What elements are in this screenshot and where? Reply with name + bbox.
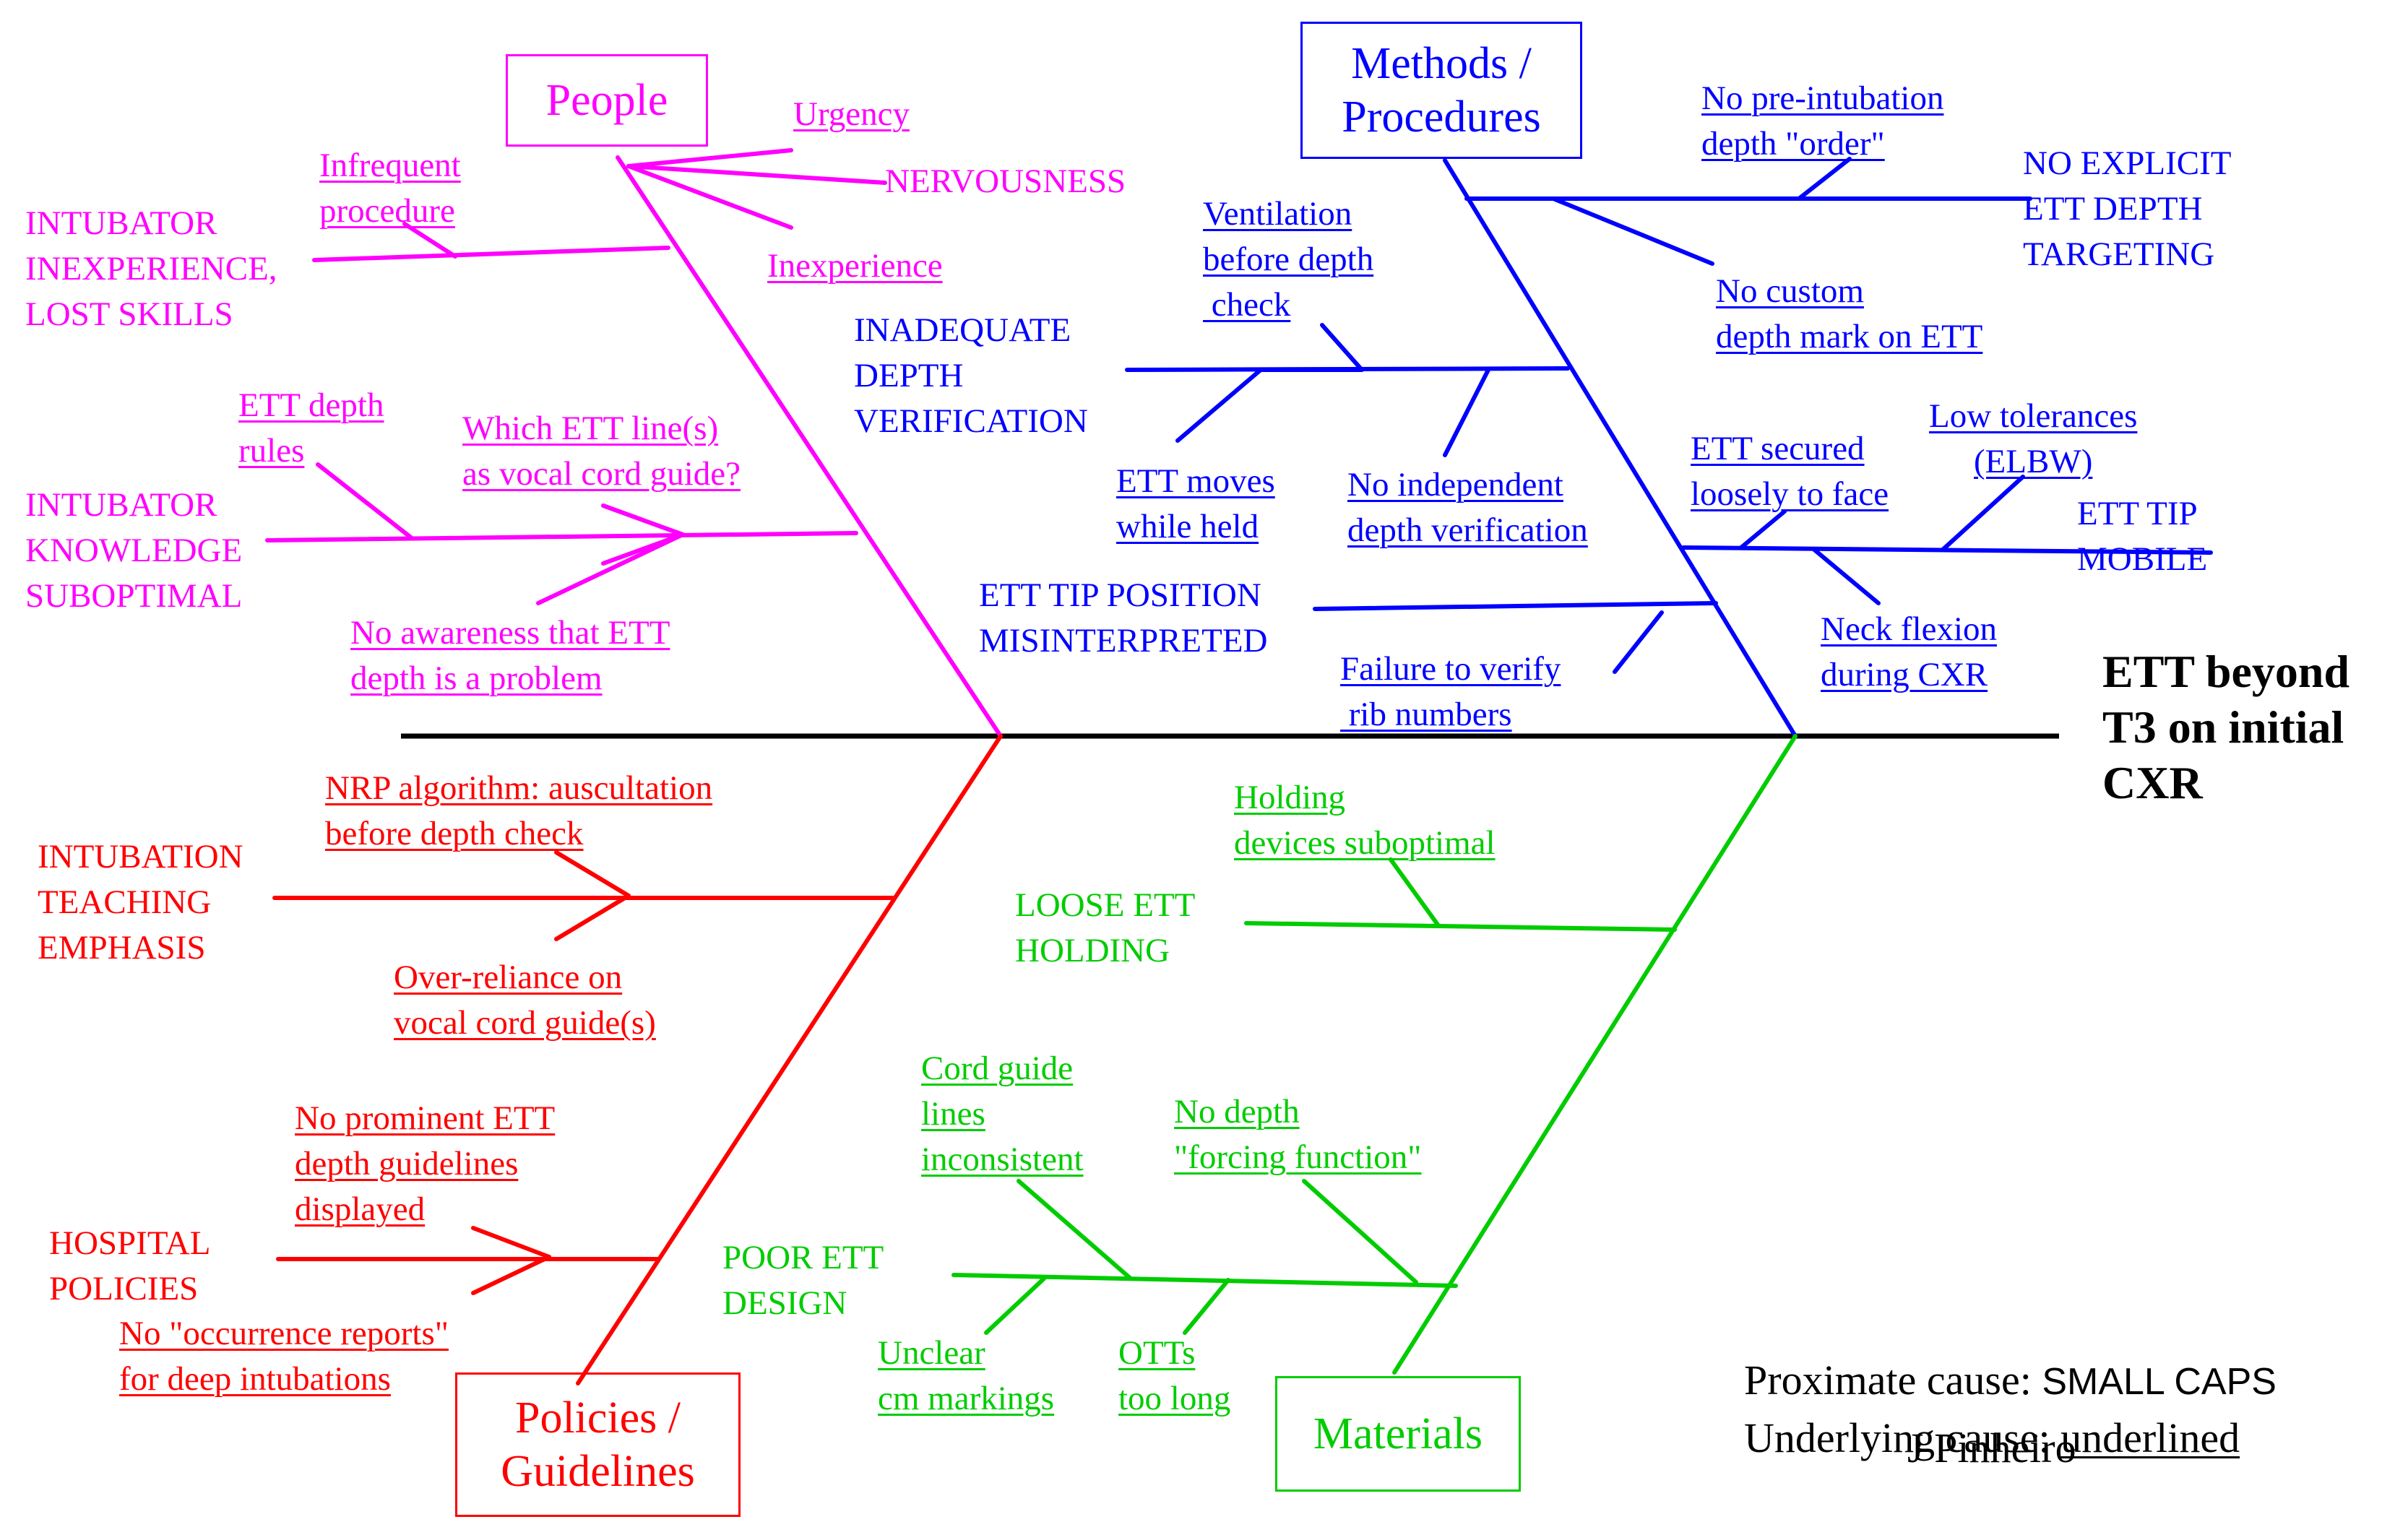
sub-nrp-algorithm: NRP algorithm: auscultation before depth…: [325, 769, 713, 852]
cause-hospital-policies: HOSPITAL POLICIES: [49, 1224, 211, 1307]
sub-nervousness: NERVOUSNESS: [885, 163, 1126, 200]
cause-tip-misinterpreted: ETT TIP POSITION MISINTERPRETED: [979, 576, 1268, 660]
sub-no-independent-verification: No independent depth verification: [1347, 466, 1588, 549]
cause-intubator-inexperience: INTUBATOR INEXPERIENCE, LOST SKILLS: [25, 204, 277, 333]
legend-author: J Pinheiro: [1907, 1424, 2076, 1471]
sub-holding-devices: Holding devices suboptimal: [1234, 779, 1496, 862]
legend-proximate: Proximate cause: SMALL CAPS: [1723, 1305, 2277, 1405]
sub-cord-guide-lines: Cord guide lines inconsistent: [921, 1050, 1084, 1178]
legend-proximate-label: Proximate cause:: [1744, 1356, 2042, 1404]
sub-neck-flexion: Neck flexion during CXR: [1821, 610, 1998, 693]
sub-over-reliance: Over-reliance on vocal cord guide(s): [394, 959, 656, 1042]
category-methods-box: Methods / Procedures: [1300, 22, 1582, 159]
sub-inexperience: Inexperience: [767, 247, 943, 285]
sub-no-prominent-guidelines: No prominent ETT depth guidelines displa…: [295, 1099, 556, 1228]
sub-no-awareness: No awareness that ETT depth is a problem: [350, 614, 670, 697]
legend-underlying-label: Underlying cause:: [1744, 1414, 2061, 1461]
sub-ett-secured-loosely: ETT secured loosely to face: [1691, 430, 1889, 513]
cause-ett-tip-mobile: ETT TIP MOBILE: [2077, 495, 2208, 578]
cause-no-explicit-targeting: NO EXPLICIT ETT DEPTH TARGETING: [2023, 144, 2232, 273]
legend-underlying: Underlying cause: underlined: [1723, 1362, 2240, 1463]
category-materials-box: Materials: [1275, 1376, 1521, 1492]
cause-inadequate-verification: INADEQUATE DEPTH VERIFICATION: [854, 311, 1088, 440]
sub-ventilation-before-check: Ventilation before depth check: [1203, 195, 1374, 324]
sub-no-custom-depth-mark: No custom depth mark on ETT: [1716, 272, 1983, 355]
sub-which-ett-line: Which ETT line(s) as vocal cord guide?: [462, 410, 741, 493]
cause-intubator-knowledge: INTUBATOR KNOWLEDGE SUBOPTIMAL: [25, 486, 243, 615]
cause-loose-holding: LOOSE ETT HOLDING: [1015, 886, 1196, 969]
sub-urgency: Urgency: [793, 95, 910, 133]
sub-infrequent-procedure: Infrequent procedure: [319, 147, 461, 230]
sub-unclear-cm-markings: Unclear cm markings: [878, 1334, 1055, 1417]
category-people-box: People: [506, 54, 708, 147]
legend-underlying-value: underlined: [2060, 1414, 2240, 1461]
people-branch: [265, 148, 1003, 738]
materials-branch: [951, 734, 1798, 1375]
category-policies-box: Policies / Guidelines: [455, 1372, 741, 1517]
sub-low-tolerances: Low tolerances (ELBW): [1929, 397, 2138, 480]
sub-ett-moves-while-held: ETT moves while held: [1116, 462, 1275, 545]
cause-teaching-emphasis: INTUBATION TEACHING EMPHASIS: [38, 838, 243, 967]
sub-ett-depth-rules: ETT depth rules: [238, 386, 384, 470]
sub-otts-too-long: OTTs too long: [1118, 1334, 1231, 1417]
legend-proximate-value: SMALL CAPS: [2042, 1360, 2277, 1403]
sub-no-pre-intubation-order: No pre-intubation depth "order": [1701, 79, 1944, 163]
policies-branch: [272, 734, 1003, 1385]
sub-no-occurrence-reports: No "occurrence reports" for deep intubat…: [119, 1315, 449, 1398]
effect-label: ETT beyond T3 on initial CXR: [2102, 646, 2350, 808]
sub-no-forcing-function: No depth "forcing function": [1174, 1093, 1422, 1176]
cause-poor-ett-design: POOR ETT DESIGN: [722, 1239, 884, 1322]
methods-branch: [1125, 157, 2213, 738]
sub-failure-verify-ribs: Failure to verify rib numbers: [1340, 650, 1561, 733]
